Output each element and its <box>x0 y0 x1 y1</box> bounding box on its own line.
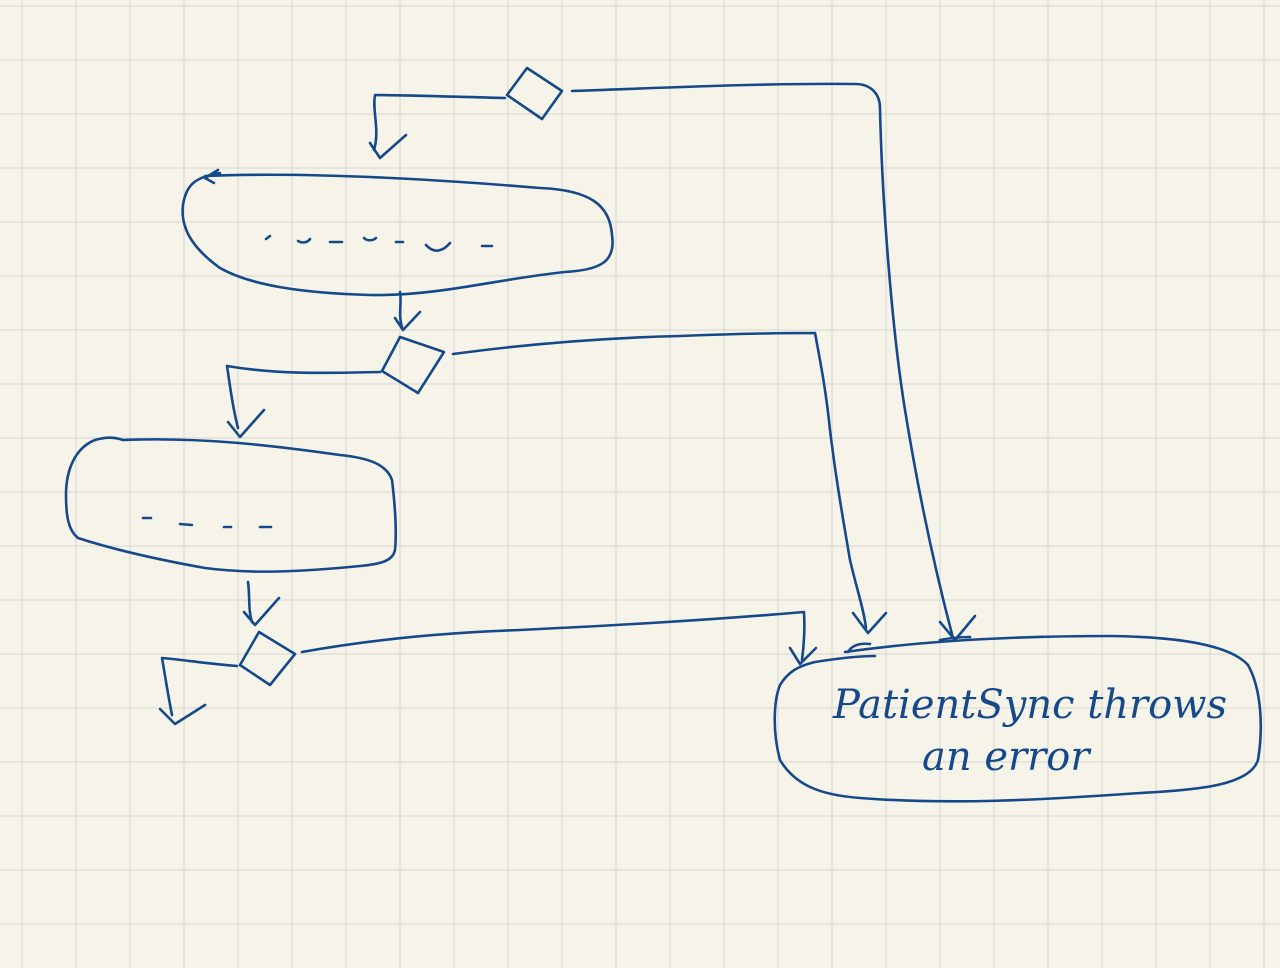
decision-diamond-1 <box>505 66 564 121</box>
arrowhead-into-process2 <box>226 408 266 439</box>
error-terminal-label-line2: an error <box>922 734 1092 780</box>
arrowhead-error-middle <box>851 611 888 635</box>
arrowhead-into-diamond3 <box>242 596 281 627</box>
connector-process1-to-diamond2 <box>398 290 404 329</box>
error-terminal-label-line1: PatientSync throws <box>832 682 1227 728</box>
connector-diamond3-to-error <box>300 610 806 662</box>
decision-diamond-3 <box>238 630 297 687</box>
error-terminal-box <box>773 634 1262 803</box>
connector-diamond3-to-next <box>160 656 239 717</box>
connector-diamond1-to-process1 <box>372 93 507 152</box>
arrowhead-next-step <box>158 703 207 726</box>
arrowhead-error-left <box>788 646 818 666</box>
process-box-2 <box>64 436 398 573</box>
decision-diamond-2 <box>380 335 446 395</box>
arrowhead-into-process1 <box>368 133 408 160</box>
arrowhead-into-diamond2 <box>393 310 422 332</box>
connector-diamond2-to-process2 <box>225 364 382 430</box>
connector-diamond1-to-error <box>570 82 955 640</box>
process2-placeholder-text <box>141 516 273 529</box>
arrowhead-into-process1-top <box>203 168 220 185</box>
connector-diamond2-to-error <box>451 331 868 630</box>
process1-placeholder-text <box>264 234 494 252</box>
error-terminal-entry-marks <box>846 635 972 654</box>
process-box-1 <box>181 171 614 297</box>
